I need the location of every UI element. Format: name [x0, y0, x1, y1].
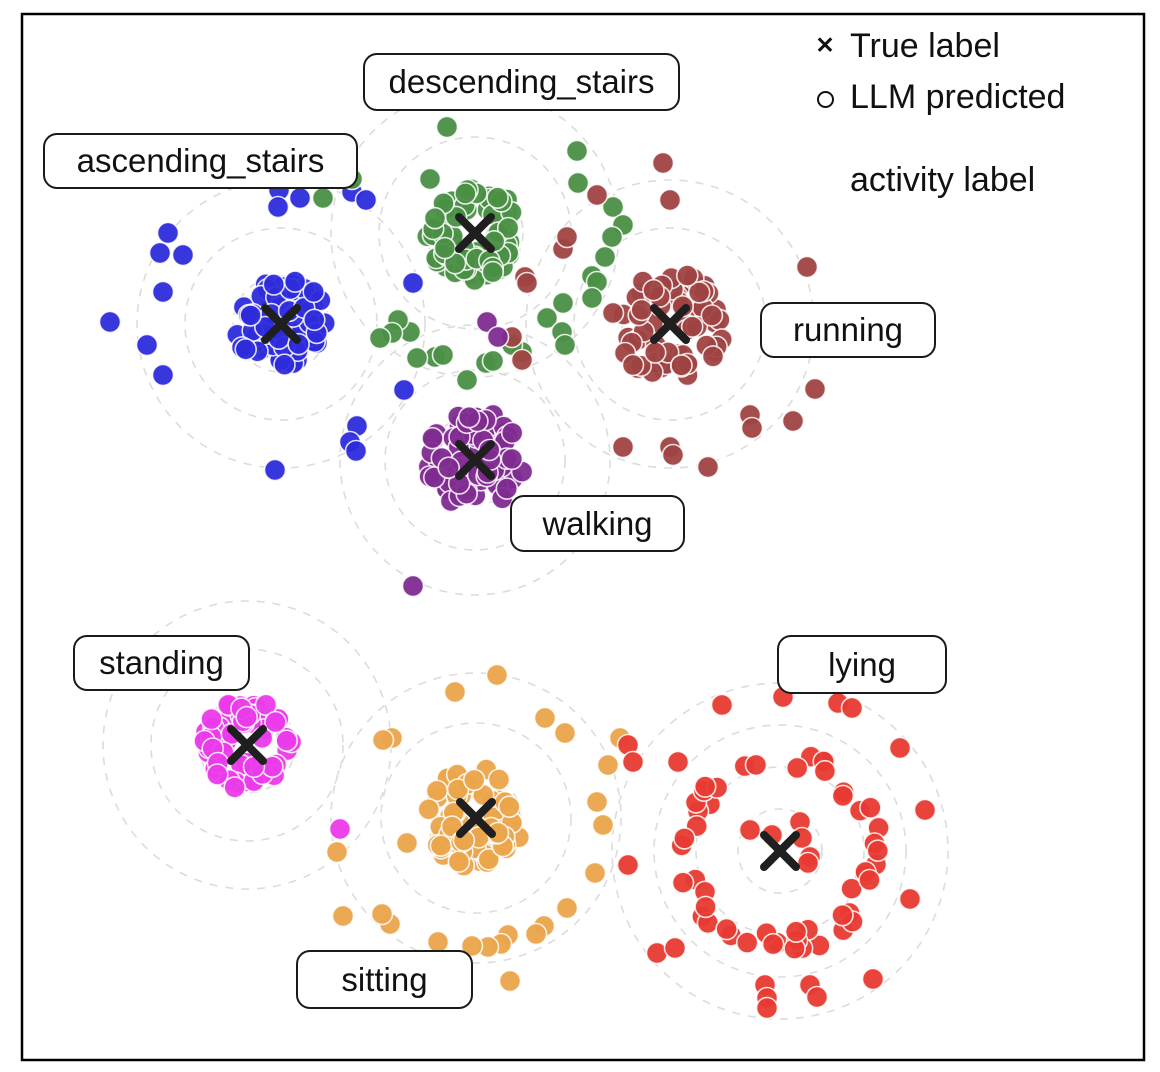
plot-border	[20, 12, 1146, 1062]
true-label-markers	[227, 213, 800, 871]
legend-true-label-text: True label	[850, 27, 1000, 65]
true-label-x-walking	[455, 440, 495, 480]
true-label-x-ascending_stairs	[261, 304, 301, 344]
cluster-points-ascending_stairs	[98, 160, 425, 482]
legend-row-true-label: ✕ True label	[800, 26, 1065, 67]
true-label-x-standing	[227, 725, 267, 765]
circle-marker-icon	[816, 91, 834, 109]
scatter-points	[98, 115, 937, 1020]
true-label-x-running	[650, 304, 690, 344]
true-label-x-sitting	[456, 798, 496, 838]
legend-row-predicted-label: LLM predicted activity label	[800, 77, 1065, 201]
guide-circles	[102, 88, 949, 1020]
x-marker-icon: ✕	[815, 32, 835, 58]
legend-predicted-line1: LLM predicted	[850, 78, 1066, 117]
true-label-x-descending_stairs	[455, 213, 495, 253]
legend-predicted-line2: activity label	[850, 161, 1036, 200]
cluster-points-sitting	[325, 663, 632, 993]
legend-predicted-label-text: LLM predicted activity label	[850, 77, 1065, 201]
cluster-points-standing	[193, 693, 352, 841]
true-label-x-lying	[760, 831, 800, 871]
legend: ✕ True label LLM predicted activity labe…	[800, 26, 1065, 202]
cluster-points-descending_stairs	[311, 115, 635, 392]
legend-marker-col	[800, 77, 850, 109]
legend-marker-col: ✕	[800, 26, 850, 57]
